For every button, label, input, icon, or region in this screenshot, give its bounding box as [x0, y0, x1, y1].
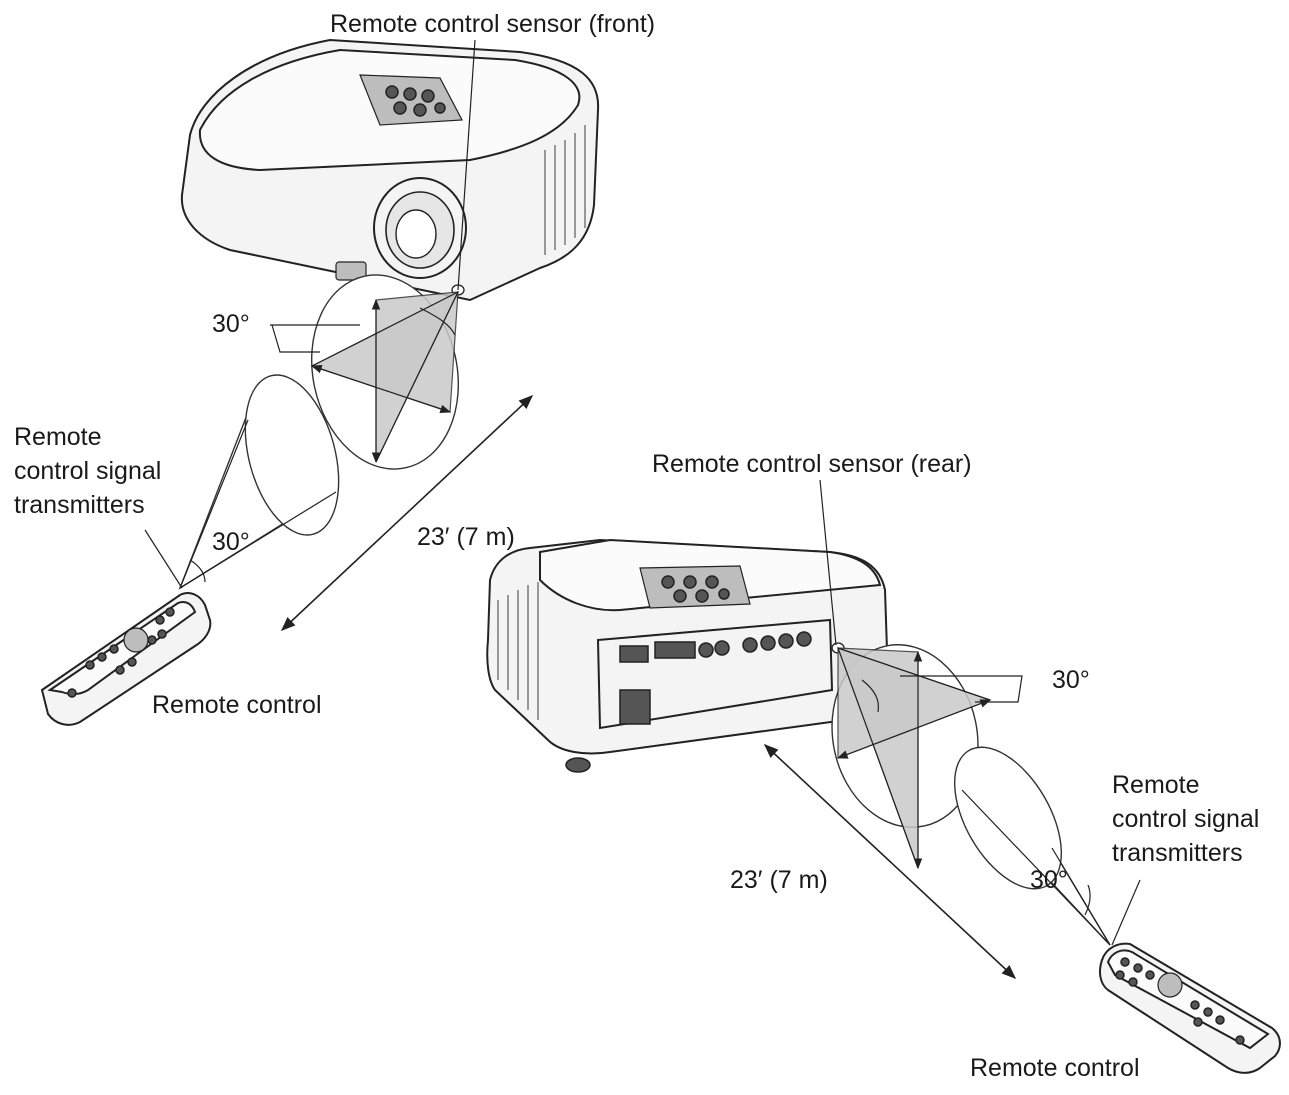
rear-side-vents — [497, 582, 539, 720]
rear-io-ports — [619, 631, 812, 725]
label-remote-control-right: Remote control — [970, 1054, 1140, 1082]
label-angle-left-remote: 30° — [212, 528, 250, 556]
right-remote-buttons — [1115, 957, 1245, 1045]
front-foot-adjuster — [335, 261, 367, 281]
label-transmitters-right-3: transmitters — [1112, 839, 1243, 867]
label-transmitters-left-2: control signal — [14, 457, 161, 485]
label-transmitters-left-1: Remote — [14, 423, 102, 451]
right-transmitter-leader — [1111, 879, 1141, 946]
left-remote-buttons — [67, 607, 175, 698]
label-distance-left: 23′ (7 m) — [417, 523, 515, 551]
projector-front — [180, 38, 600, 302]
front-sensor-leader — [457, 39, 476, 291]
label-angle-right-remote: 30° — [1030, 866, 1068, 894]
label-distance-right: 23′ (7 m) — [730, 866, 828, 894]
rear-panel-buttons — [661, 575, 730, 603]
right-remote-cone — [953, 746, 1111, 946]
front-panel-buttons — [385, 85, 446, 117]
rear-sensor-leader — [819, 479, 837, 646]
distance-arrow-left — [280, 395, 534, 631]
front-lens — [373, 177, 467, 279]
label-transmitters-right-1: Remote — [1112, 771, 1200, 799]
remote-control-left — [40, 592, 212, 726]
label-transmitters-left-3: transmitters — [14, 491, 145, 519]
projector-rear — [486, 538, 890, 773]
distance-arrow-right — [763, 744, 1017, 979]
remote-control-right — [1099, 942, 1281, 1074]
left-transmitter-leader — [144, 529, 183, 589]
label-remote-control-left: Remote control — [152, 691, 322, 719]
label-sensor-front: Remote control sensor (front) — [330, 10, 655, 38]
label-sensor-rear: Remote control sensor (rear) — [652, 450, 972, 478]
front-side-vents — [544, 125, 586, 255]
label-angle-rear-sensor: 30° — [1052, 666, 1090, 694]
label-transmitters-right-2: control signal — [1112, 805, 1259, 833]
label-angle-front-sensor: 30° — [212, 310, 250, 338]
